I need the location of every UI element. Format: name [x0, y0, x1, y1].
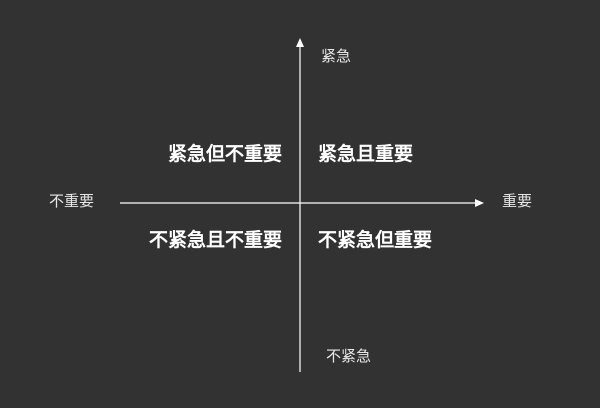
- vertical-axis-arrow: [296, 38, 304, 47]
- axis-label-not-important: 不重要: [49, 192, 95, 210]
- quadrant-urgent-not-important: 紧急但不重要: [167, 143, 282, 165]
- axis-label-important: 重要: [502, 192, 533, 210]
- axis-label-not-urgent: 不紧急: [326, 347, 372, 365]
- axis-label-urgent: 紧急: [321, 47, 352, 65]
- quadrant-not-urgent-not-important: 不紧急且不重要: [148, 229, 282, 251]
- quadrant-urgent-important: 紧急且重要: [318, 143, 414, 165]
- horizontal-axis-arrow: [475, 199, 484, 207]
- quadrant-not-urgent-important: 不紧急但重要: [318, 229, 433, 251]
